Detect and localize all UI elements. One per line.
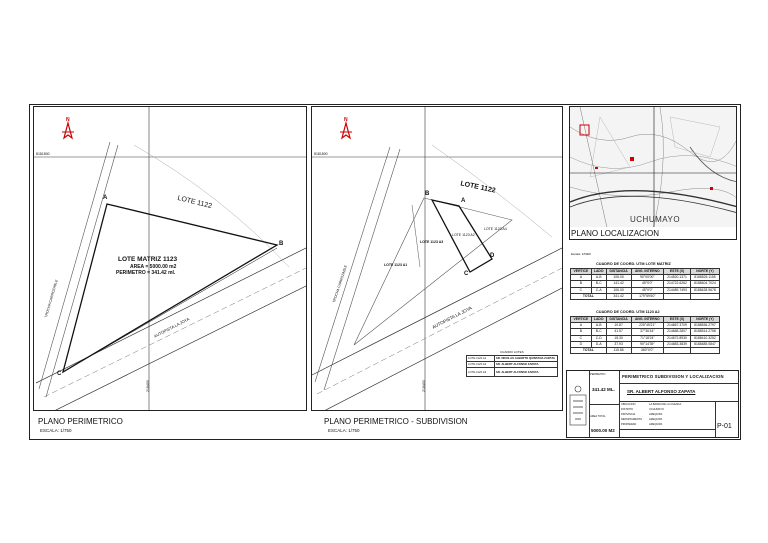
project-title: PERIMETRICO SUBDIVISION Y LOCALIZACION: [622, 374, 724, 379]
logo-column: [567, 371, 590, 437]
sub-division-line: [411, 204, 421, 268]
perimeter-label: PERIMETRO: [590, 373, 606, 376]
road-center: [316, 267, 562, 395]
location-title: PLANO LOCALIZACION: [571, 229, 660, 238]
panel-subdivision: N 8181800 218400 LOTE 1122 AUTOPISTA LA …: [311, 106, 563, 411]
project-column: PERIMETRICO SUBDIVISION Y LOCALIZACION S…: [619, 371, 738, 437]
side-road: [323, 148, 401, 391]
road-edge: [55, 285, 306, 410]
side-road: [314, 146, 391, 383]
lot-outline: [353, 197, 513, 346]
area-label: AREA TOTAL: [590, 415, 606, 418]
sheet-number: P-01: [717, 423, 732, 430]
panel2-title: PLANO PERIMETRICO - SUBDIVISION: [324, 417, 468, 426]
panel2-scale: ESCALA: 1/750: [328, 428, 360, 433]
location-map: UCHUMAYO PLANO LOCALIZACION: [569, 106, 737, 240]
lots-legend-title: CUADRO LOTES: [500, 350, 524, 354]
info-value: LA BANDA DE LA CUENCA: [649, 403, 682, 406]
info-value: UCHUMAYO: [649, 408, 664, 411]
panel-perimetrico-drawing: [34, 107, 306, 410]
lot-area: AREA = 5000.00 m2: [130, 264, 177, 270]
info-label: PROVINCIA: [621, 413, 636, 416]
north-label: N: [344, 117, 348, 123]
info-label: DISTRITO: [621, 408, 634, 411]
coord-y-label: 8181800: [314, 152, 328, 156]
sub-lot-a1-label: LOTE 1123 A1: [384, 263, 408, 267]
vertex-label-a: A: [103, 195, 108, 201]
info-label: PROPIEDAD: [621, 423, 637, 426]
area-value: 5000.00 M2: [591, 428, 615, 433]
road-edge: [325, 287, 562, 410]
lot-perimeter: PERIMETRO = 341.42 ml.: [116, 270, 176, 276]
location-scale: Escala: 1/5000: [571, 252, 591, 256]
panel1-title: PLANO PERIMETRICO: [38, 417, 123, 426]
road-edge: [312, 247, 562, 376]
coord-y-label: 8181800: [36, 152, 50, 156]
vertex-label-b: B: [279, 241, 284, 247]
sheet-border: [29, 104, 741, 440]
location-map-drawing: [570, 107, 736, 239]
sub-lot-a3-label: LOTE 1123 A3: [420, 240, 444, 244]
info-table: UBICACION LA BANDA DE LA CUENCA DISTRITO…: [619, 401, 716, 437]
panel-subdivision-drawing: [312, 107, 562, 410]
lot-edge-inner: [62, 247, 278, 373]
info-label: DEPARTAMENTO: [621, 418, 643, 421]
vertex-label-c: C: [57, 371, 62, 377]
perimeter-value: 341.42 ML.: [592, 387, 615, 392]
vertex-label-d: D: [490, 253, 495, 259]
lots-legend: CUADRO LOTES LOTE 1123 A1 SR. NICOLAS AL…: [466, 350, 558, 382]
vertex-label-c: C: [464, 271, 469, 277]
sub-lot-a2-label: LOTE 1123 A2: [452, 233, 475, 237]
vertex-label-a: A: [461, 198, 466, 204]
map-town-label: UCHUMAYO: [630, 215, 681, 224]
contour: [133, 144, 290, 268]
seal-icon: [569, 385, 587, 426]
summary-column: PERIMETRO 341.42 ML. AREA TOTAL 5000.00 …: [589, 371, 620, 437]
info-label: UBICACION: [621, 403, 636, 406]
legend-row: LOTE 1123 A3 SR. ALBERT ALFONSO ZAPATA: [468, 368, 539, 376]
sheet-number-box: P-01: [715, 401, 738, 437]
contour: [431, 144, 553, 238]
lot-polygon: [61, 203, 279, 374]
table2-title: CUADRO DE COORD. UTM 1123 A2: [596, 310, 660, 314]
owner-name: SR. ALBERT ALFONSO ZAPATA: [627, 389, 696, 394]
side-road: [45, 144, 119, 398]
info-value: AREQUIPA: [649, 418, 663, 421]
legend-row: LOTE 1123 A1 SR. NICOLAS ALBERTO QUINTAN…: [467, 356, 557, 362]
panel1-scale: ESCALA: 1/750: [40, 428, 72, 433]
north-arrow-icon: [340, 120, 352, 140]
side-road: [38, 141, 111, 390]
info-value: AREQUIPA: [649, 413, 663, 416]
road-edge: [35, 247, 306, 384]
info-value: AREQUIPA: [649, 423, 663, 426]
lot-title: LOTE MATRIZ 1123: [118, 256, 178, 263]
sub-lot-a2: [430, 199, 493, 273]
road-center: [43, 267, 306, 398]
sub-lot-a4-label: LOTE 1123 A4: [484, 227, 507, 231]
coord-x-label: 218400: [422, 380, 426, 392]
title-block: PERIMETRO 341.42 ML. AREA TOTAL 5000.00 …: [566, 370, 739, 438]
vertex-label-b: B: [425, 191, 430, 197]
north-label: N: [66, 117, 70, 123]
legend-row: LOTE 1123 A2 SR. ALBERT ALFONSO ZAPATA: [467, 362, 557, 368]
panel-perimetrico: N 8181800 218400 LOTE 1122 AUTOPISTA LA …: [33, 106, 307, 411]
coord-x-label: 218400: [146, 380, 150, 392]
north-arrow-icon: [62, 120, 74, 140]
table1-title: CUADRO DE COORD. UTM LOTE MATRIZ: [596, 262, 671, 266]
